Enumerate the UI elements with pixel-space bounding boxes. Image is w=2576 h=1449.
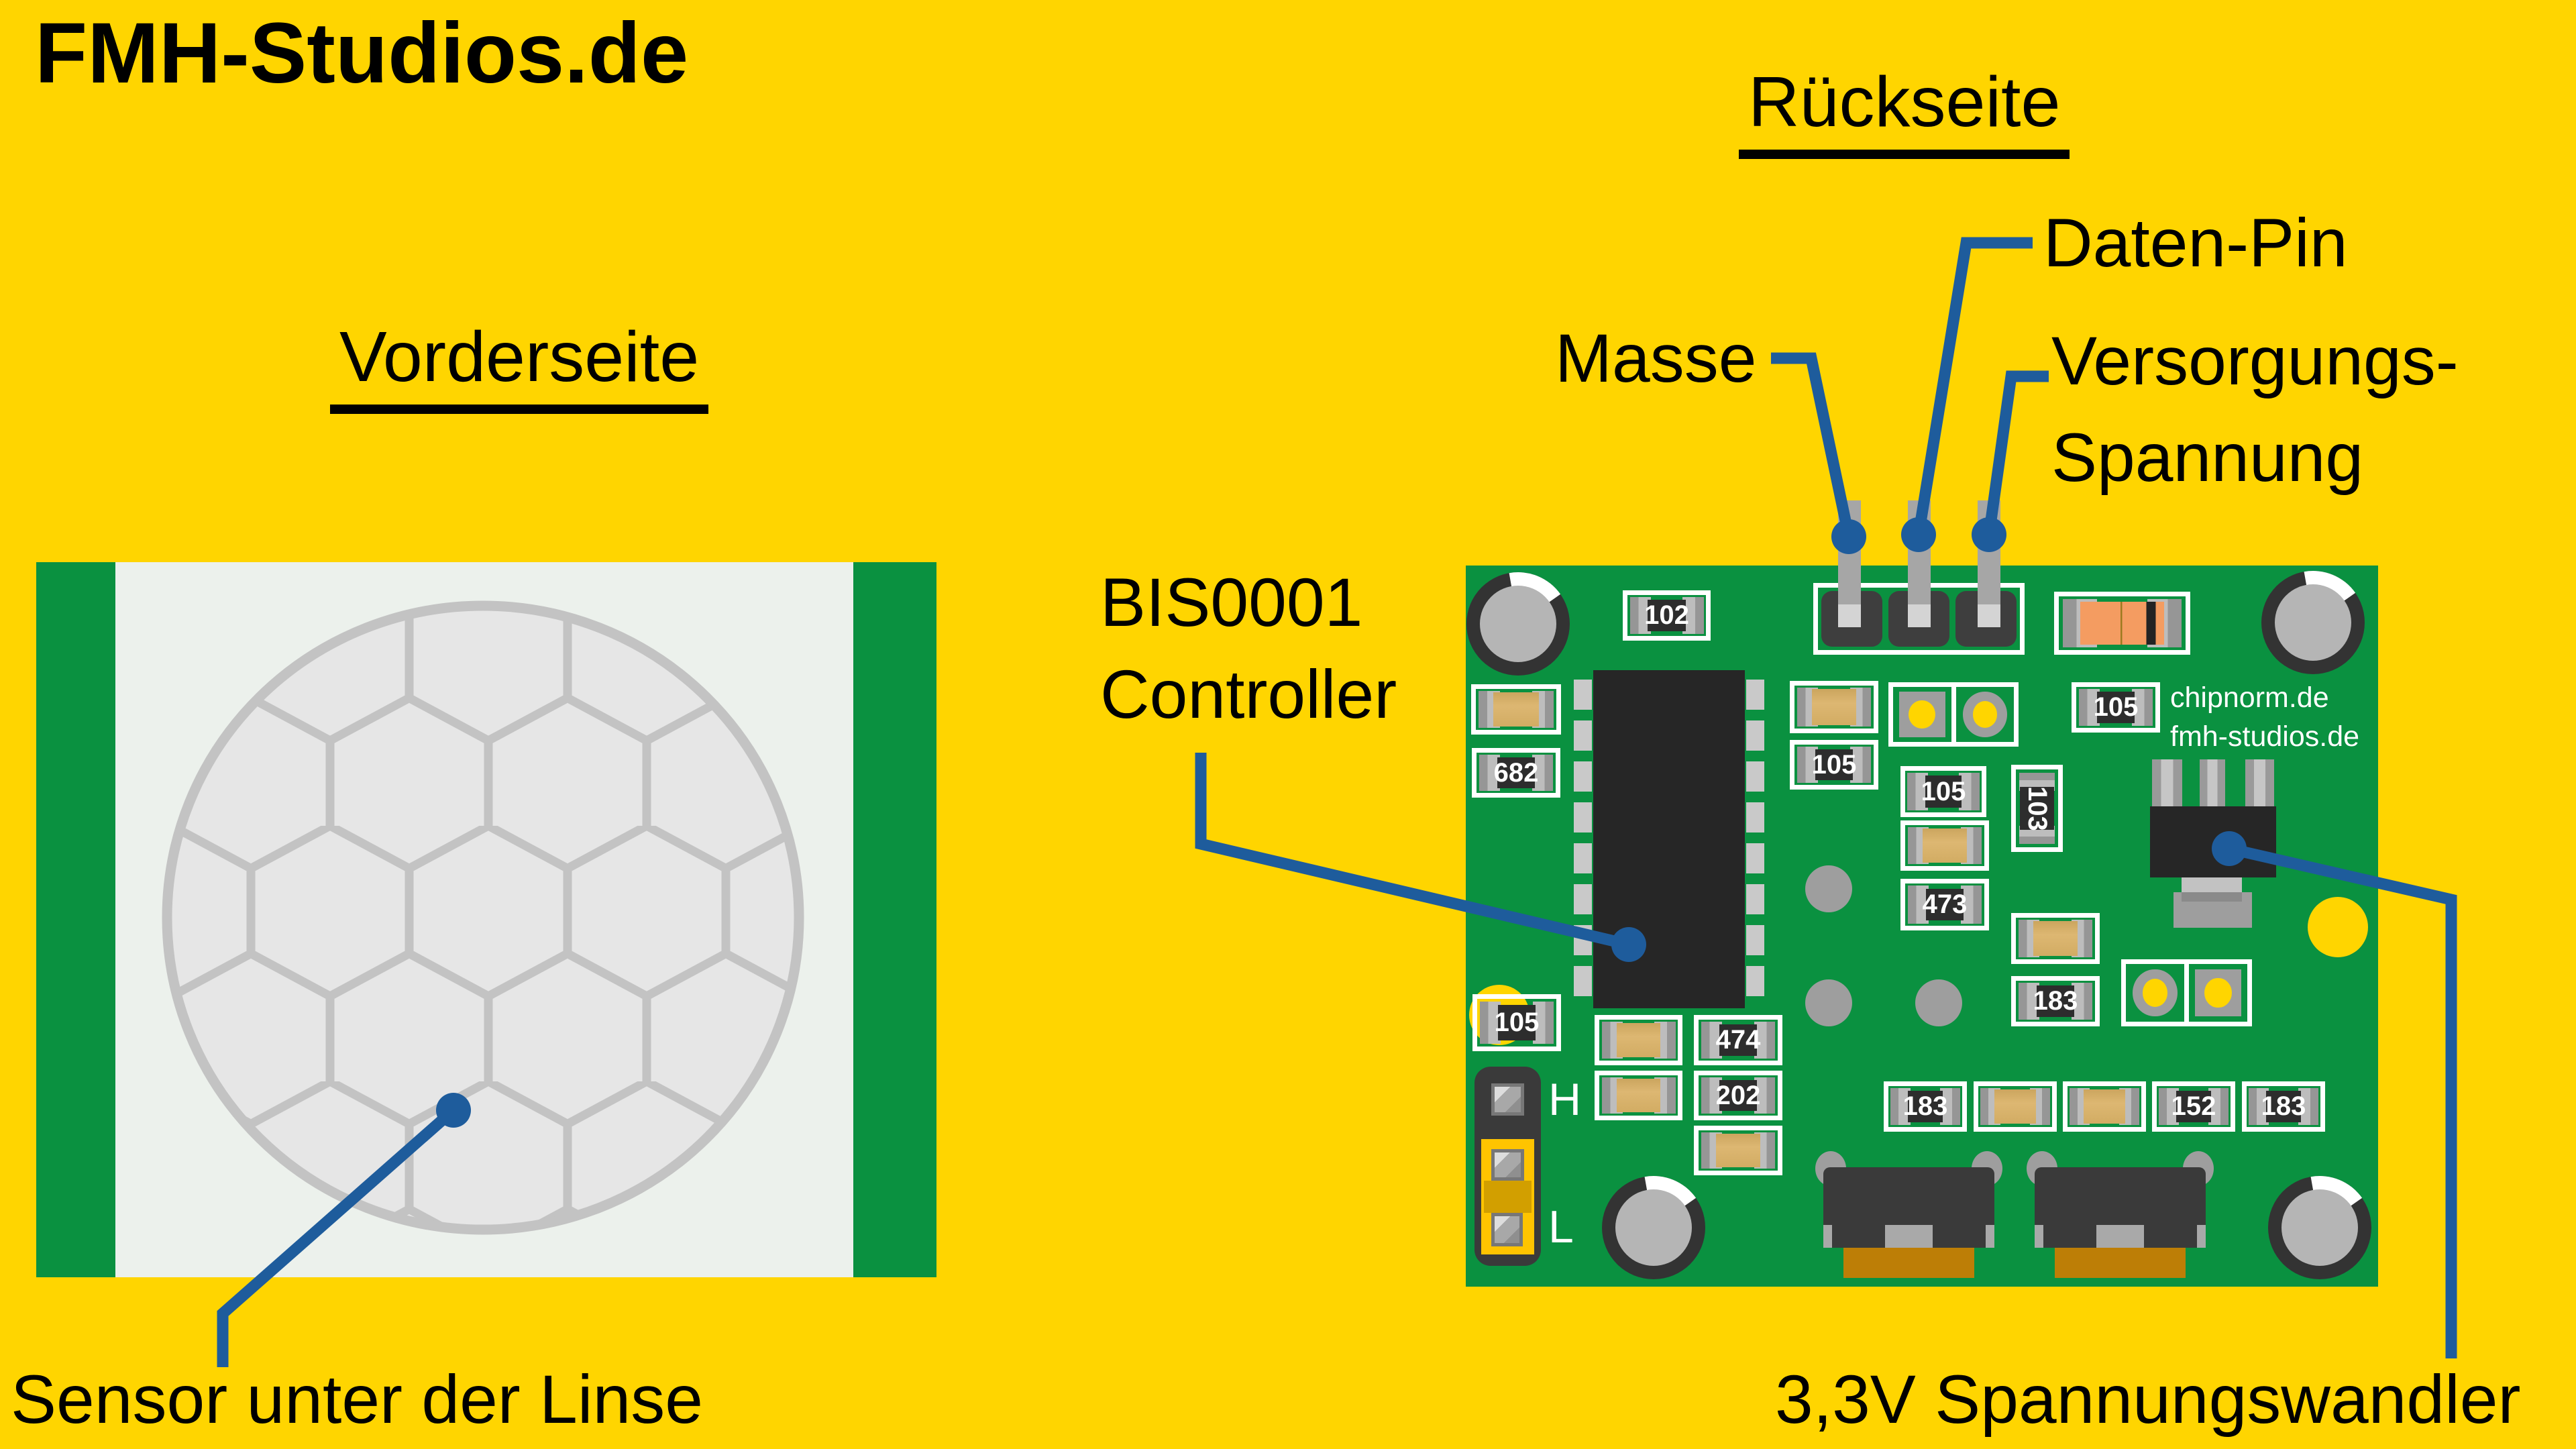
via-pad <box>2189 964 2247 1022</box>
regulator-pin <box>2200 759 2225 808</box>
back-heading: Rückseite <box>1739 62 2070 159</box>
page-title: FMH-Studios.de <box>35 5 689 101</box>
bis0001-ic <box>1593 670 1745 1008</box>
label-controller-line1: BIS0001 <box>1100 564 1363 641</box>
ground-pointer-line <box>1771 352 1855 538</box>
solder-dot <box>1805 865 1852 912</box>
front-pcb <box>36 562 936 1277</box>
fresnel-lens <box>162 600 804 1235</box>
smd-resistor-474: 474 <box>1694 1015 1782 1065</box>
solder-via-pair <box>1888 682 2019 747</box>
smd-capacitor <box>1974 1081 2057 1132</box>
solder-dot <box>1915 979 1962 1026</box>
smd-capacitor <box>1471 684 1561 735</box>
via-ring <box>1956 687 2015 742</box>
label-ground: Masse <box>1555 320 1757 396</box>
smd-resistor-183: 183 <box>2242 1081 2325 1132</box>
label-sensor-caption: Sensor unter der Linse <box>11 1361 703 1438</box>
yellow-via <box>2308 897 2368 957</box>
smd-resistor-473: 473 <box>1900 879 1989 930</box>
front-heading: Vorderseite <box>330 317 709 414</box>
back-pcb: 102 682 105 105 <box>1466 500 2378 1287</box>
smd-capacitor <box>1900 820 1989 871</box>
potentiometer <box>2035 1167 2206 1248</box>
smd-capacitor <box>2011 913 2100 964</box>
label-regulator-caption: 3,3V Spannungswandler <box>1775 1361 2521 1438</box>
smd-resistor-183: 183 <box>2011 976 2100 1026</box>
jumper-pin-l <box>1491 1149 1524 1181</box>
jumper-pin-l2 <box>1491 1213 1523 1246</box>
smd-capacitor-105: 105 <box>1900 766 1986 817</box>
data-pointer-line <box>1913 237 2033 536</box>
potentiometer <box>1823 1167 1994 1248</box>
label-supply-line2: Spannung <box>2051 419 2364 496</box>
label-supply-line1: Versorgungs- <box>2051 323 2459 399</box>
smd-capacitor <box>2063 1081 2146 1132</box>
smd-diode <box>2054 592 2190 655</box>
smd-capacitor-105: 105 <box>1472 994 1561 1051</box>
solder-dot <box>1805 979 1852 1026</box>
smd-capacitor-105: 105 <box>1790 740 1878 790</box>
label-data-pin: Daten-Pin <box>2043 205 2348 281</box>
regulator-pin <box>2245 759 2274 808</box>
smd-resistor-103: 103 <box>2011 765 2063 852</box>
via-ring <box>2126 964 2189 1022</box>
smd-resistor-102: 102 <box>1623 590 1711 641</box>
jumper-label-high: H <box>1548 1074 1582 1125</box>
label-controller-line2: Controller <box>1100 656 1397 733</box>
brand-line1: chipnorm.de <box>2170 682 2329 714</box>
smd-capacitor <box>1595 1071 1682 1120</box>
jumper-pin-h <box>1491 1083 1524 1116</box>
voltage-regulator <box>2150 806 2276 877</box>
smd-capacitor <box>1694 1126 1782 1175</box>
via-pad <box>1893 687 1956 742</box>
smd-capacitor <box>1790 681 1878 733</box>
data-pin <box>1908 500 1931 627</box>
ground-pin <box>1838 500 1861 627</box>
smd-resistor-202: 202 <box>1694 1071 1782 1120</box>
smd-resistor-682: 682 <box>1472 748 1560 798</box>
regulator-pin <box>2152 759 2182 808</box>
smd-capacitor <box>1595 1015 1682 1065</box>
jumper-label-low: L <box>1548 1201 1574 1252</box>
brand-line2: fmh-studios.de <box>2170 720 2360 753</box>
smd-resistor-183: 183 <box>1884 1081 1967 1132</box>
supply-pin <box>1978 500 2000 627</box>
smd-capacitor-105: 105 <box>2072 682 2160 733</box>
smd-resistor-152: 152 <box>2152 1081 2235 1132</box>
solder-via-pair <box>2121 959 2252 1026</box>
silkscreen-brand: chipnorm.de fmh-studios.de <box>2170 678 2359 757</box>
